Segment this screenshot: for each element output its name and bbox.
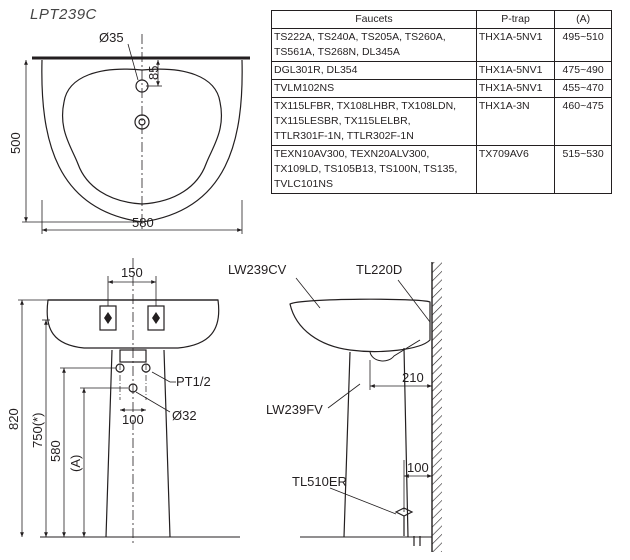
dim-100-side-label: 100 (407, 460, 429, 475)
faucet-line: TVLC101NS (274, 178, 333, 190)
dim-hole-label: Ø35 (99, 30, 124, 45)
faucet-line: TX115LFBR, TX108LHBR, TX108LDN, (274, 100, 457, 112)
leader-hole (127, 43, 139, 81)
faucet-line: TX109LD, TS105B13, TS100N, TS135, (274, 163, 458, 175)
ptrap-cell: THX1A-5NV1 (475, 79, 556, 98)
basin-label: LW239CV (228, 262, 287, 277)
dim-offset-label: 85 (146, 66, 161, 80)
leader-pedestal (327, 383, 361, 409)
faucet-line: DGL301R, DL354 (274, 64, 358, 76)
a-cell: 460~475 (554, 97, 612, 146)
pedestal-label: LW239FV (266, 402, 323, 417)
ptrap-cell: TX709AV6 (475, 145, 556, 194)
valve (394, 507, 421, 546)
valve-label: TL510ER (292, 474, 347, 489)
dim-depth-label: 500 (8, 132, 23, 154)
front-basin (46, 299, 220, 349)
side-pedestal (343, 347, 409, 538)
dim-580-front-label: 580 (48, 440, 63, 462)
faucet-line: TTLR301F-1N, TTLR302F-1N (274, 130, 414, 142)
dim-width-label: 580 (132, 215, 154, 230)
dim-100-front-label: 100 (122, 412, 144, 427)
a-cell: 475~490 (554, 61, 612, 80)
faucet-spec-table: Faucets P-trap (A) TS222A, TS240A, TS205… (271, 10, 612, 194)
dim-spacing-label: 150 (121, 265, 143, 280)
a-cell: 515~530 (554, 145, 612, 194)
dim-820-label: 820 (6, 408, 21, 430)
faucet-line: TS222A, TS240A, TS205A, TS260A, (274, 31, 446, 43)
side-view (289, 262, 442, 552)
leader-valve (329, 487, 397, 515)
table-header-row: Faucets P-trap (A) (271, 10, 612, 29)
pt-label: PT1/2 (176, 374, 211, 389)
faucet-line: TS561A, TS268N, DL345A (274, 46, 400, 58)
faucet-line: TX115LESBR, TX115LELBR, (274, 115, 411, 127)
model-title: LPT239C (30, 6, 97, 23)
faucet-line: TVLM102NS (274, 82, 335, 94)
leader-basin (295, 277, 321, 309)
dim-a-label: (A) (68, 455, 83, 472)
header-ptrap: P-trap (475, 10, 556, 29)
table-row: TEXN10AV300, TEXN20ALV300, TX109LD, TS10… (271, 145, 612, 194)
table-row: TVLM102NS THX1A-5NV1 455~470 (271, 79, 612, 98)
ptrap-cell: THX1A-3N (475, 97, 556, 146)
trap-label: TL220D (356, 262, 402, 277)
dim-hole32-label: Ø32 (172, 408, 197, 423)
faucet-line: TEXN10AV300, TEXN20ALV300, (274, 148, 430, 160)
faucets-cell: DGL301R, DL354 (271, 61, 477, 80)
table-row: TX115LFBR, TX108LHBR, TX108LDN, TX115LES… (271, 97, 612, 146)
leader-trap (397, 279, 431, 323)
faucets-cell: TVLM102NS (271, 79, 477, 98)
wall-hatch (432, 262, 442, 552)
ptrap-cell: THX1A-5NV1 (475, 28, 556, 62)
dim-750-label: 750(*) (30, 413, 45, 448)
side-trap (369, 339, 421, 362)
faucets-cell: TX115LFBR, TX108LHBR, TX108LDN, TX115LES… (271, 97, 477, 146)
front-view (18, 258, 240, 545)
faucets-cell: TEXN10AV300, TEXN20ALV300, TX109LD, TS10… (271, 145, 477, 194)
dim-210-label: 210 (402, 370, 424, 385)
side-basin (289, 298, 431, 353)
front-pedestal (105, 349, 171, 538)
top-view (22, 34, 250, 234)
